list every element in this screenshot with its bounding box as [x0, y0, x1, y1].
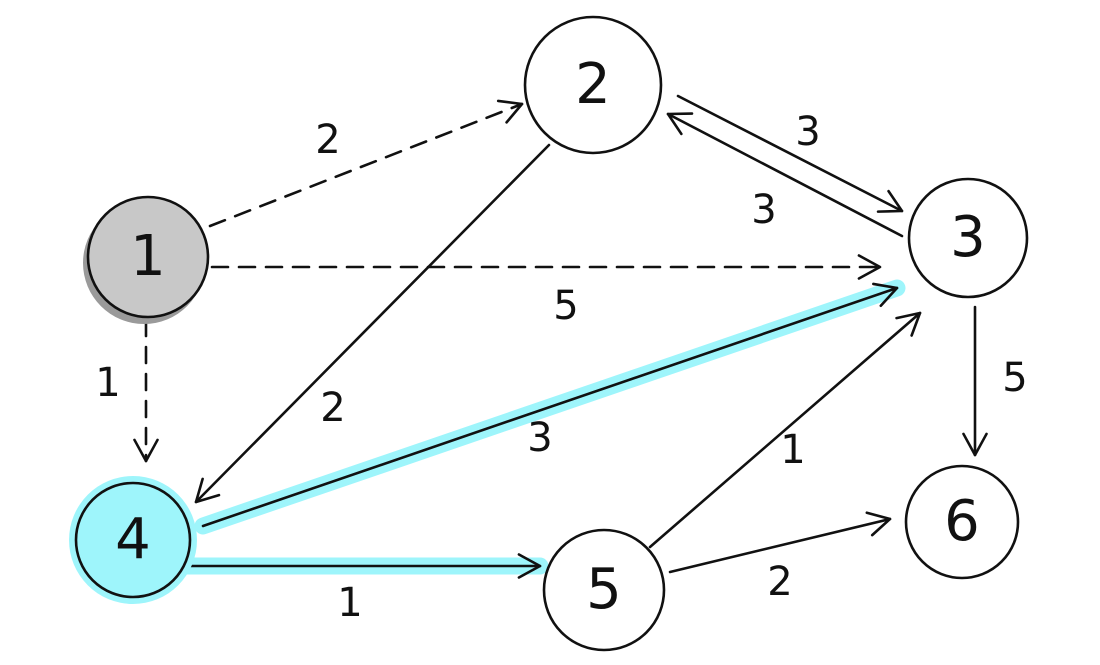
node-1-label: 1: [130, 224, 166, 289]
node-3-circle: [907, 177, 1029, 299]
edge-3-2-arrowhead: [666, 112, 694, 136]
edge-4-5-arrowhead: [517, 553, 542, 579]
node-5-label: 5: [586, 557, 622, 622]
node-2-circle: [523, 15, 663, 155]
edge-5-6-weight: 2: [767, 559, 792, 605]
edge-4-5-weight: 1: [337, 580, 362, 626]
node-3: 3: [907, 177, 1029, 299]
edge-1-2-arrowhead: [496, 99, 524, 124]
edge-1-4-weight: 1: [95, 360, 120, 406]
edge-1-4-arrowhead: [133, 438, 159, 463]
edge-5-3-weight: 1: [780, 427, 805, 473]
node-1-circle: [86, 195, 210, 319]
edge-4-3-weight: 3: [527, 415, 552, 461]
node-1: 1: [83, 195, 210, 324]
edge-2-4-weight: 2: [320, 385, 345, 431]
node-5: 5: [542, 528, 666, 652]
edge-2-3-weight: 3: [795, 109, 820, 155]
edge-4-3: [201, 286, 899, 528]
node-4-circle: [74, 481, 192, 599]
node-3-label: 3: [950, 205, 986, 270]
node-6-circle: [904, 464, 1020, 580]
node-2: 2: [523, 15, 663, 155]
edge-5-6: [668, 517, 892, 574]
node-2-label: 2: [575, 52, 611, 117]
edge-2-3: [676, 94, 904, 213]
edge-4-3-arrowhead: [872, 282, 899, 308]
edge-3-2: [666, 112, 904, 238]
edge-3-2-weight: 3: [751, 187, 776, 233]
node-6: 6: [904, 464, 1020, 580]
edge-2-4-arrowhead: [194, 477, 221, 504]
edge-3-6-weight: 5: [1002, 355, 1027, 401]
node-4: 4: [69, 476, 197, 604]
edge-1-2-weight: 2: [315, 117, 340, 163]
edge-5-3-arrowhead: [895, 311, 922, 337]
edge-1-2: [208, 102, 524, 228]
edge-1-3-weight: 5: [553, 283, 578, 329]
edge-2-4: [194, 143, 551, 504]
node-5-circle: [542, 528, 666, 652]
edge-2-3-arrowhead: [876, 189, 904, 213]
edge-3-6-arrowhead: [962, 432, 988, 457]
node-4-label: 4: [115, 507, 151, 572]
edge-5-6-arrowhead: [865, 511, 892, 537]
edge-5-3: [648, 311, 922, 549]
node-6-label: 6: [944, 489, 980, 554]
edge-1-3-arrowhead: [857, 254, 882, 280]
